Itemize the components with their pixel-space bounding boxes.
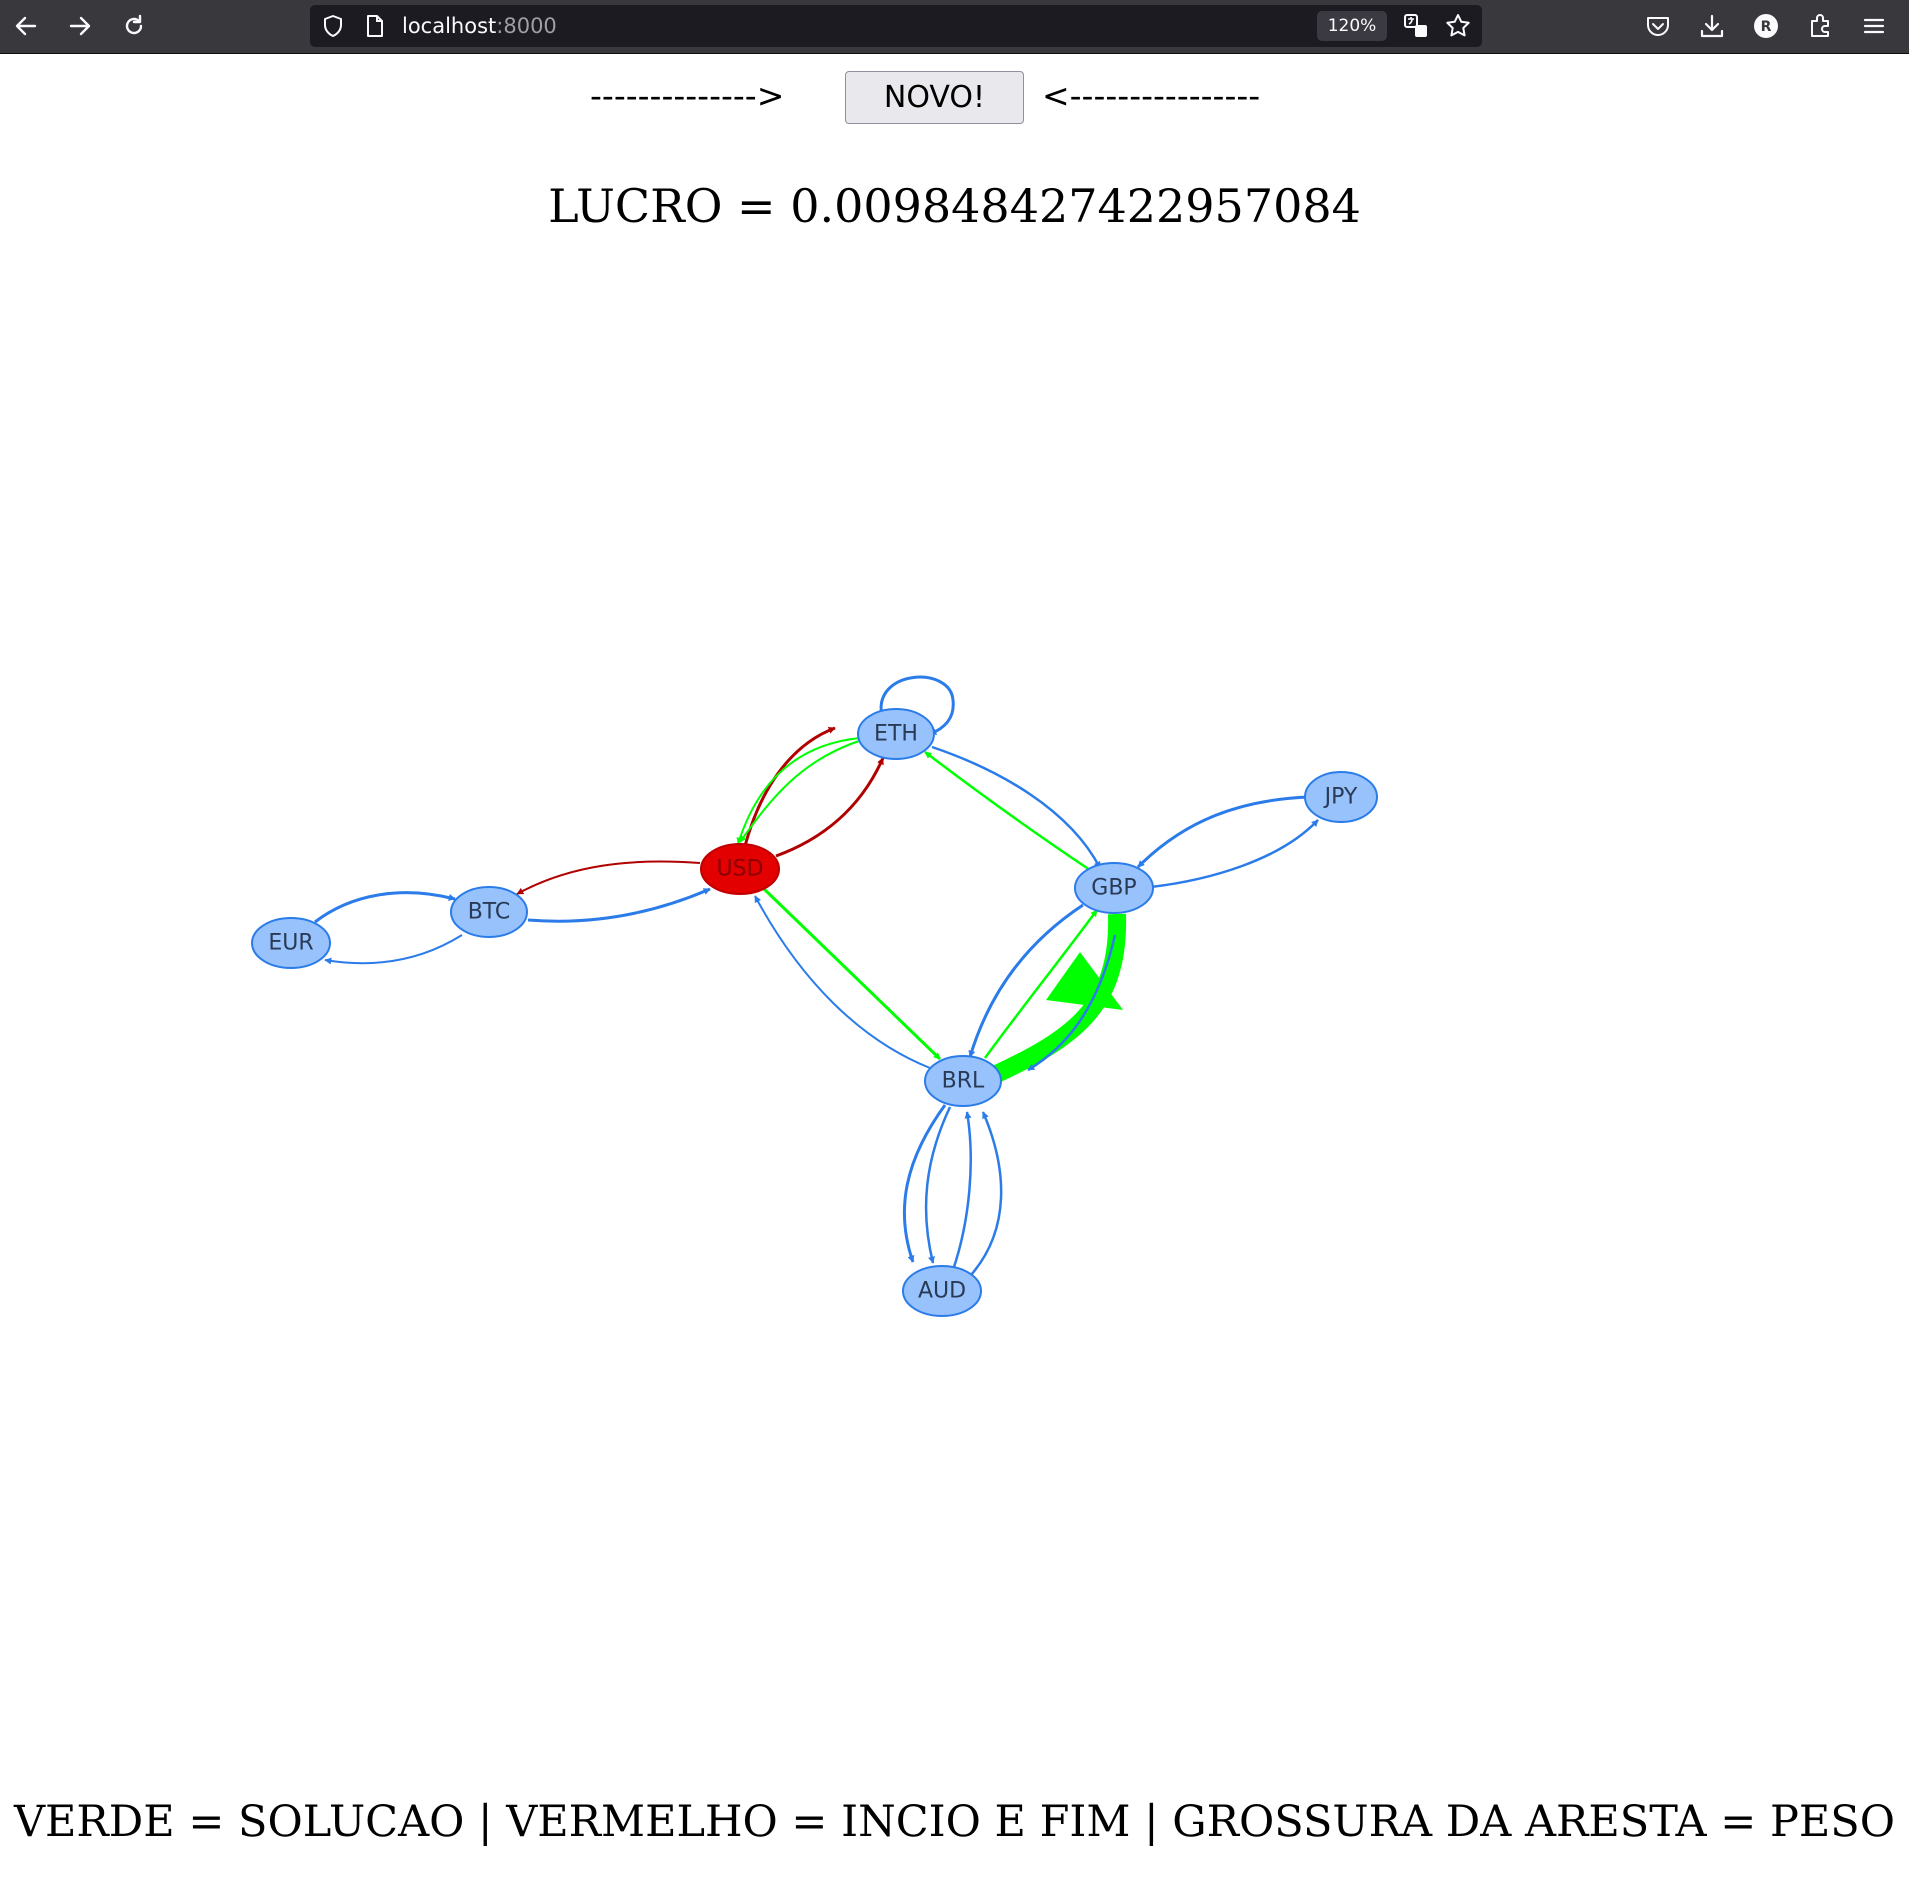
extensions-icon[interactable]: [1800, 6, 1840, 46]
node-label: AUD: [918, 1279, 966, 1304]
reload-button[interactable]: [112, 4, 156, 48]
edge-aud-brl-2[interactable]: [970, 1111, 1003, 1276]
url-port: :8000: [496, 14, 557, 38]
back-arrow-icon: [15, 16, 37, 36]
node-label: GBP: [1091, 876, 1136, 901]
node-label: JPY: [1323, 785, 1358, 810]
node-jpy[interactable]: JPY: [1304, 771, 1378, 823]
forward-button[interactable]: [58, 4, 102, 48]
node-label: EUR: [268, 931, 313, 956]
url-host: localhost: [402, 14, 497, 38]
node-brl[interactable]: BRL: [924, 1055, 1002, 1107]
edge-brl-usd[interactable]: [754, 895, 931, 1069]
edge-btc-eur[interactable]: [324, 934, 463, 965]
edge-usd-eth-2[interactable]: [775, 757, 885, 858]
node-gbp[interactable]: GBP: [1074, 862, 1154, 914]
edge-eth-usd-2[interactable]: [736, 737, 861, 845]
edge-aud-brl-1[interactable]: [951, 1111, 972, 1271]
right-arrow-text: <----------------: [1042, 76, 1261, 115]
edge-brl-aud-1[interactable]: [902, 1104, 947, 1263]
downloads-icon[interactable]: [1692, 6, 1732, 46]
address-bar[interactable]: localhost:8000 120%: [310, 5, 1482, 47]
edge-gbp-brl-thin[interactable]: [1027, 934, 1117, 1072]
novo-button[interactable]: NOVO!: [845, 71, 1024, 124]
pocket-icon[interactable]: [1638, 6, 1678, 46]
node-eur[interactable]: EUR: [251, 917, 331, 969]
node-label: BTC: [468, 900, 511, 925]
edge-btc-usd[interactable]: [527, 887, 711, 923]
shield-icon[interactable]: [320, 13, 346, 39]
left-arrow-text: -------------->: [590, 76, 785, 115]
translate-icon[interactable]: [1403, 13, 1429, 39]
edge-jpy-gbp[interactable]: [1136, 795, 1309, 869]
page-icon[interactable]: [362, 13, 388, 39]
node-eth[interactable]: ETH: [857, 708, 935, 760]
edge-eth-usd-1[interactable]: [739, 739, 863, 843]
edge-brl-gbp[interactable]: [983, 909, 1099, 1059]
edge-brl-aud-2[interactable]: [924, 1106, 952, 1264]
edge-eur-btc[interactable]: [314, 891, 456, 924]
back-button[interactable]: [4, 4, 48, 48]
node-label: BRL: [942, 1069, 985, 1094]
edge-usd-btc[interactable]: [516, 860, 701, 895]
node-btc[interactable]: BTC: [450, 886, 528, 938]
browser-toolbar: localhost:8000 120% R: [0, 0, 1909, 54]
node-label: USD: [716, 857, 763, 882]
account-avatar[interactable]: R: [1746, 6, 1786, 46]
edge-eth-eth[interactable]: [879, 675, 955, 736]
url-text[interactable]: localhost:8000: [402, 5, 557, 47]
menu-icon[interactable]: [1854, 6, 1894, 46]
edge-usd-brl[interactable]: [760, 885, 942, 1061]
avatar-letter: R: [1761, 19, 1772, 35]
node-label: ETH: [874, 722, 918, 747]
edge-gbp-brl-blue[interactable]: [968, 903, 1084, 1058]
edge-eth-gbp[interactable]: [931, 745, 1102, 869]
node-aud[interactable]: AUD: [902, 1265, 982, 1317]
reload-icon: [125, 14, 143, 35]
profit-readout: LUCRO = 0.009848427422957084: [548, 179, 1361, 233]
forward-arrow-icon: [69, 16, 91, 36]
color-legend: VERDE = SOLUCAO | VERMELHO = INCIO E FIM…: [13, 1797, 1896, 1847]
bookmark-star-icon[interactable]: [1445, 13, 1471, 39]
zoom-level-badge[interactable]: 120%: [1317, 11, 1387, 41]
edge-gbp-eth[interactable]: [924, 751, 1091, 872]
node-usd[interactable]: USD: [700, 843, 780, 895]
edge-gbp-brl-heavy-head: [1046, 952, 1123, 1010]
edge-gbp-jpy[interactable]: [1150, 819, 1319, 889]
edge-gbp-brl-heavy[interactable]: [984, 913, 1127, 1087]
